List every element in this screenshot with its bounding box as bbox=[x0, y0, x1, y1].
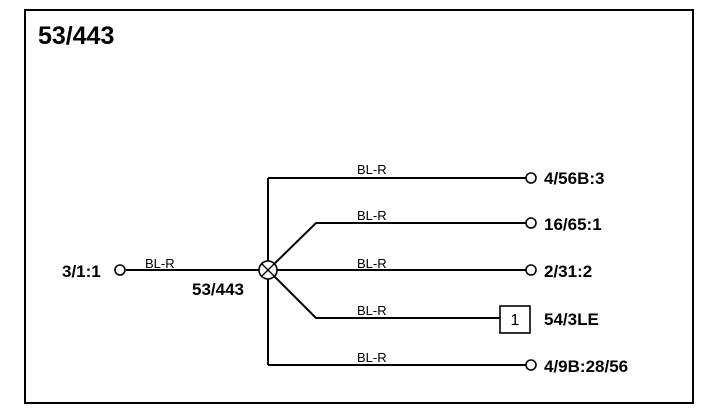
branch-box-icon-3 bbox=[499, 305, 531, 334]
diagram-frame: 53/443 bbox=[24, 9, 694, 404]
branch-wire-label-4: BL-R bbox=[357, 350, 387, 365]
branch-terminal-icon-4 bbox=[525, 359, 537, 371]
branch-wire-label-0: BL-R bbox=[357, 162, 387, 177]
branch-terminal-icon-0 bbox=[525, 172, 537, 184]
branch-wire-3 bbox=[267, 269, 500, 319]
branch-wire-label-3: BL-R bbox=[357, 303, 387, 318]
diagram-title: 53/443 bbox=[38, 22, 115, 50]
branch-label-1: 16/65:1 bbox=[544, 215, 602, 234]
branch-terminal-icon-2 bbox=[525, 264, 537, 276]
branch-label-2: 2/31:2 bbox=[544, 262, 592, 281]
splice-label: 53/443 bbox=[192, 280, 244, 299]
branch-label-3: 54/3LE bbox=[544, 310, 599, 329]
source-terminal-icon bbox=[114, 264, 126, 276]
splice-icon bbox=[258, 260, 278, 280]
branch-label-4: 4/9B:28/56 bbox=[544, 357, 628, 376]
branch-terminal-icon-1 bbox=[525, 217, 537, 229]
branch-wire-1 bbox=[267, 222, 526, 271]
source-wire-label: BL-R bbox=[145, 256, 175, 271]
branch-wire-label-1: BL-R bbox=[357, 208, 387, 223]
branch-label-0: 4/56B:3 bbox=[544, 169, 604, 188]
branch-wire-label-2: BL-R bbox=[357, 256, 387, 271]
source-label: 3/1:1 bbox=[62, 262, 101, 281]
branch-box-label-3: 1 bbox=[511, 312, 520, 329]
